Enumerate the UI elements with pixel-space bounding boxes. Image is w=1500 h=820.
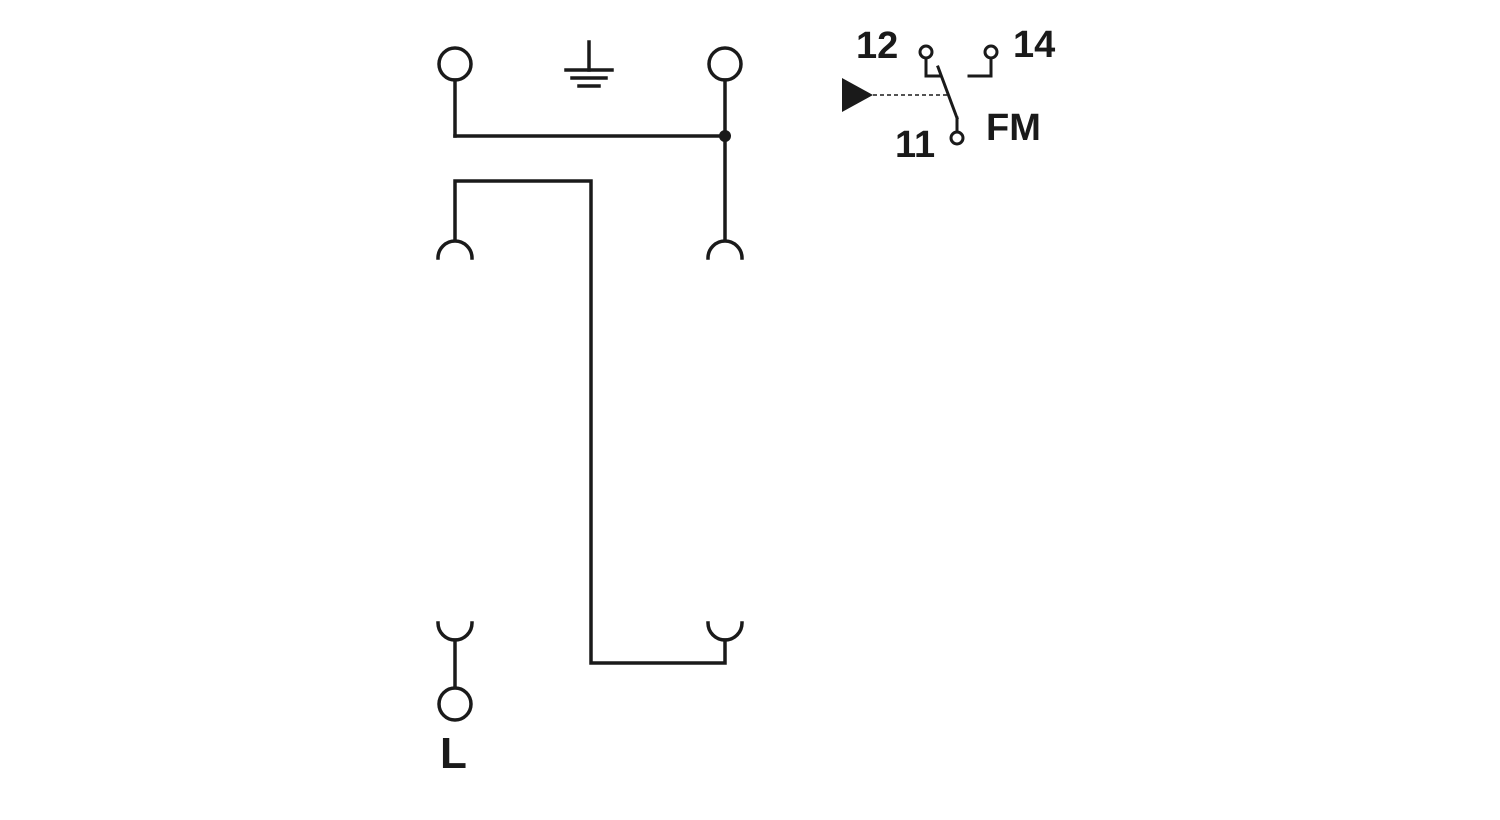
- socket-lower-right: [706, 621, 744, 642]
- contact-11-terminal: [949, 130, 965, 146]
- label-14: 14: [1013, 24, 1055, 66]
- terminal-top-right: [707, 46, 743, 82]
- junction-dot: [719, 130, 731, 142]
- ground-icon: [564, 40, 614, 88]
- label-l: L: [440, 729, 467, 778]
- contact-12-terminal: [918, 44, 934, 60]
- contact-fm-symbol: [842, 44, 999, 146]
- contact-14-lead: [967, 56, 993, 78]
- contact-blade: [936, 65, 959, 120]
- triangle-actuator-icon: [842, 78, 873, 112]
- label-12: 12: [856, 25, 898, 67]
- socket-lower-left: [436, 621, 474, 642]
- contact-14-terminal: [983, 44, 999, 60]
- label-11: 11: [895, 124, 935, 166]
- socket-upper-right: [706, 239, 744, 260]
- contact-12-lead: [924, 56, 942, 78]
- terminal-bottom-left: [437, 686, 473, 722]
- terminal-top-left: [437, 46, 473, 82]
- wire-left-bracket: [453, 179, 727, 665]
- label-fm: FM: [986, 107, 1041, 149]
- socket-upper-left: [436, 239, 474, 260]
